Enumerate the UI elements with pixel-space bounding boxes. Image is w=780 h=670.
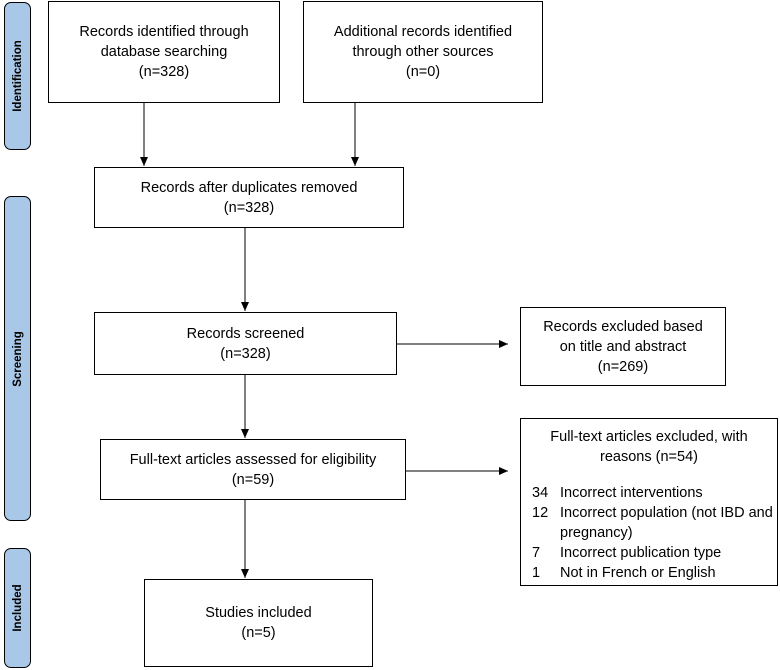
exclusion-reason: Incorrect population (not IBD and pregna… — [560, 505, 773, 541]
exclusion-reason-row: 34 Incorrect interventions — [532, 483, 780, 503]
box-count: (n=269) — [597, 358, 649, 375]
box-count: (n=328) — [220, 345, 271, 362]
box-count: (n=5) — [241, 625, 276, 641]
box-fulltext-excluded: Full-text articles excluded, with reason… — [520, 418, 778, 586]
exclusion-reason: Not in French or English — [560, 565, 716, 581]
exclusion-reason: Incorrect publication type — [560, 545, 722, 561]
box-text: Records identified through — [79, 24, 249, 40]
box-database-records: Records identified through database sear… — [48, 1, 280, 103]
exclusion-count: 7 — [532, 545, 541, 561]
exclusion-reason-row: 7 Incorrect publication type — [532, 543, 780, 563]
box-excluded-title-abstract: Records excluded based on title and abst… — [520, 307, 726, 386]
exclusion-count: 34 — [532, 485, 549, 501]
box-other-records: Additional records identified through ot… — [303, 1, 543, 103]
exclusion-count: 1 — [532, 565, 541, 581]
exclusion-reason-row: 12 Incorrect population (not IBD and pre… — [532, 503, 780, 543]
box-text: through other sources — [352, 44, 494, 60]
phase-included: Included — [4, 548, 31, 668]
exclusion-reason: Incorrect interventions — [560, 485, 703, 501]
box-text: Records screened — [186, 325, 305, 342]
box-records-screened: Records screened (n=328) — [94, 312, 397, 375]
box-text: Records after duplicates removed — [140, 179, 358, 196]
phase-identification: Identification — [4, 2, 31, 150]
box-count: (n=328) — [223, 199, 275, 216]
box-count: (n=328) — [138, 64, 190, 80]
box-text: Records excluded based — [543, 318, 703, 335]
box-text: on title and abstract — [559, 338, 687, 355]
box-text: database searching — [100, 44, 228, 60]
box-studies-included: Studies included (n=5) — [144, 579, 373, 667]
box-text: Full-text articles assessed for eligibil… — [129, 451, 377, 468]
box-fulltext-assessed: Full-text articles assessed for eligibil… — [100, 439, 406, 500]
exclusion-reason-row: 1 Not in French or English — [532, 563, 780, 583]
exclusion-reasons-list: 34 Incorrect interventions 12 Incorrect … — [532, 483, 780, 583]
phase-screening: Screening — [4, 196, 31, 521]
box-text: Additional records identified — [333, 24, 513, 40]
box-text: reasons (n=54) — [600, 449, 698, 465]
exclusion-count: 12 — [532, 505, 549, 521]
box-duplicates-removed: Records after duplicates removed (n=328) — [94, 167, 404, 228]
box-text: Full-text articles excluded, with — [550, 429, 748, 445]
box-count: (n=59) — [231, 471, 275, 488]
box-count: (n=0) — [405, 64, 441, 80]
box-text: Studies included — [205, 605, 312, 621]
